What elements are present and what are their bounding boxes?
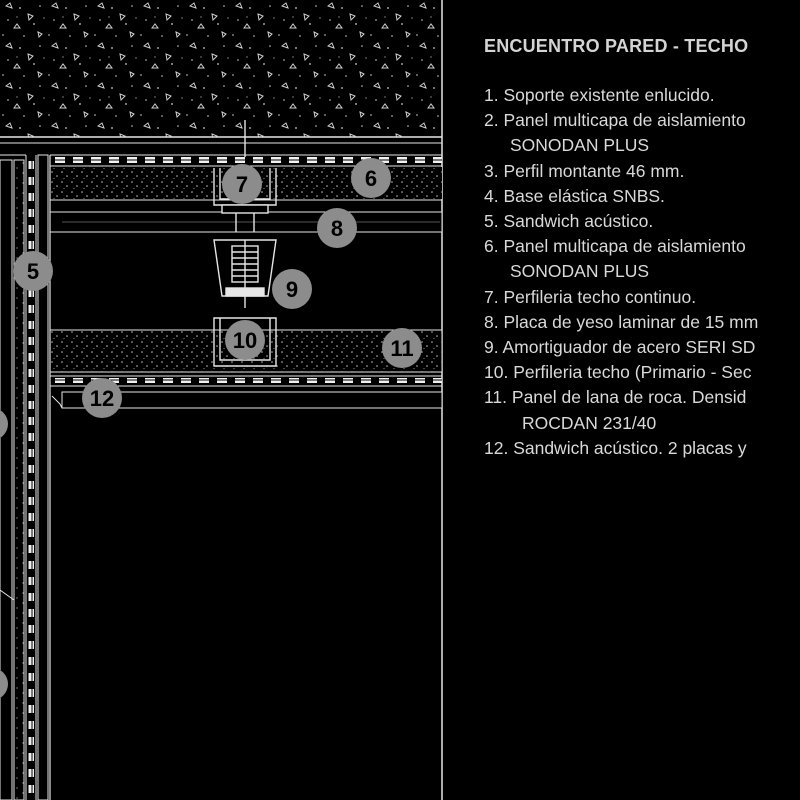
callout-partial-left-upper	[0, 410, 8, 438]
svg-text:5: 5	[27, 259, 39, 284]
svg-text:7: 7	[236, 172, 248, 197]
svg-text:11: 11	[390, 336, 413, 361]
callout-10: 10	[225, 320, 265, 360]
callout-5: 5	[13, 251, 53, 291]
callout-8: 8	[317, 208, 357, 248]
callout-7: 7	[222, 164, 262, 204]
callout-6: 6	[351, 158, 391, 198]
callout-12: 12	[82, 378, 122, 418]
legend-item: 9. Amortiguador de acero SERI SD	[484, 335, 800, 360]
legend-item-text: 2. Panel multicapa de aislamiento	[484, 110, 746, 131]
svg-text:6: 6	[365, 166, 377, 191]
drawing-title: ENCUENTRO PARED - TECHO	[484, 36, 749, 56]
legend-item-text: 4. Base elástica SNBS.	[484, 185, 665, 206]
svg-text:9: 9	[286, 277, 298, 302]
legend-item: 12. Sandwich acústico. 2 placas y	[484, 436, 800, 461]
legend-item-text: 3. Perfil montante 46 mm.	[484, 160, 685, 181]
legend-item-continuation: ROCDAN 231/40	[522, 412, 657, 433]
gypsum-board-upper	[49, 211, 443, 233]
callout-9: 9	[272, 269, 312, 309]
legend-item-text: 7. Perfileria techo continuo.	[484, 286, 697, 307]
legend-item: 1. Soporte existente enlucido.	[484, 83, 800, 108]
callout-11: 11	[382, 328, 422, 368]
legend-item-continuation: SONODAN PLUS	[510, 261, 650, 282]
legend-item-text: 1. Soporte existente enlucido.	[484, 85, 715, 105]
svg-text:10: 10	[233, 328, 257, 353]
legend-panel: ENCUENTRO PARED - TECHO 1. Soporte exist…	[484, 36, 800, 461]
legend-item: 5. Sandwich acústico.	[484, 209, 800, 234]
legend-item-text: 9. Amortiguador de acero SERI SD	[484, 337, 756, 358]
legend-item-text: 6. Panel multicapa de aislamiento	[484, 236, 746, 257]
legend-item-continuation: SONODAN PLUS	[510, 135, 650, 156]
legend-item-text: 12. Sandwich acústico. 2 placas y	[484, 437, 747, 458]
steel-damper	[213, 239, 277, 308]
legend-item-text: 8. Placa de yeso laminar de 15 mm	[484, 311, 759, 332]
legend-item: 8. Placa de yeso laminar de 15 mm	[484, 310, 800, 335]
legend-item: 3. Perfil montante 46 mm.	[484, 159, 800, 184]
legend-list: 1. Soporte existente enlucido. 2. Panel m…	[484, 83, 800, 461]
concrete-slab	[0, 0, 442, 137]
callout-markers: 7 6 8 5 9 10 11 12	[0, 158, 422, 698]
legend-item: 7. Perfileria techo continuo.	[484, 285, 800, 310]
legend-item: 10. Perfileria techo (Primario - Sec	[484, 360, 800, 385]
legend-item: 4. Base elástica SNBS.	[484, 184, 800, 209]
callout-partial-left-lower	[0, 670, 8, 698]
legend-item-text: 11. Panel de lana de roca. Densid	[484, 387, 747, 408]
wall-sandwich	[0, 154, 51, 800]
legend-item-text: 10. Perfileria techo (Primario - Sec	[484, 362, 752, 383]
legend-item-text: 5. Sandwich acústico.	[484, 211, 654, 232]
svg-text:8: 8	[331, 216, 343, 241]
double-gypsum-ceiling	[50, 375, 443, 409]
svg-text:12: 12	[90, 386, 114, 411]
